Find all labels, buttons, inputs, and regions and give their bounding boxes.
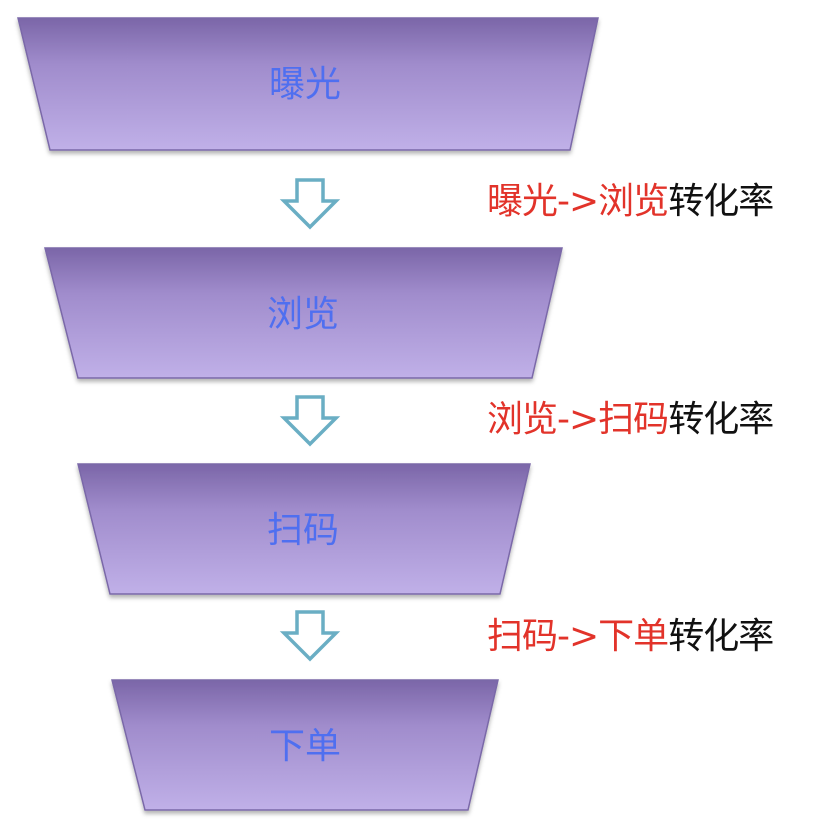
stage-label: 下单 bbox=[269, 726, 341, 767]
conversion-rate-label: 曝光->浏览转化率 bbox=[487, 181, 774, 222]
funnel-stage-browse: 浏览 bbox=[44, 247, 563, 379]
funnel-stage-exposure: 曝光 bbox=[17, 17, 599, 151]
stage-label: 浏览 bbox=[267, 294, 339, 335]
funnel-stage-order: 下单 bbox=[111, 679, 499, 811]
down-arrow-icon bbox=[279, 610, 341, 662]
conversion-rate-label: 浏览->扫码转化率 bbox=[487, 399, 774, 440]
down-arrow-icon bbox=[279, 178, 341, 230]
stage-label: 曝光 bbox=[269, 64, 341, 105]
conversion-rate-label: 扫码->下单转化率 bbox=[487, 616, 774, 657]
funnel-stage-scan: 扫码 bbox=[77, 463, 531, 595]
down-arrow-icon bbox=[279, 395, 341, 447]
stage-label: 扫码 bbox=[267, 510, 339, 551]
